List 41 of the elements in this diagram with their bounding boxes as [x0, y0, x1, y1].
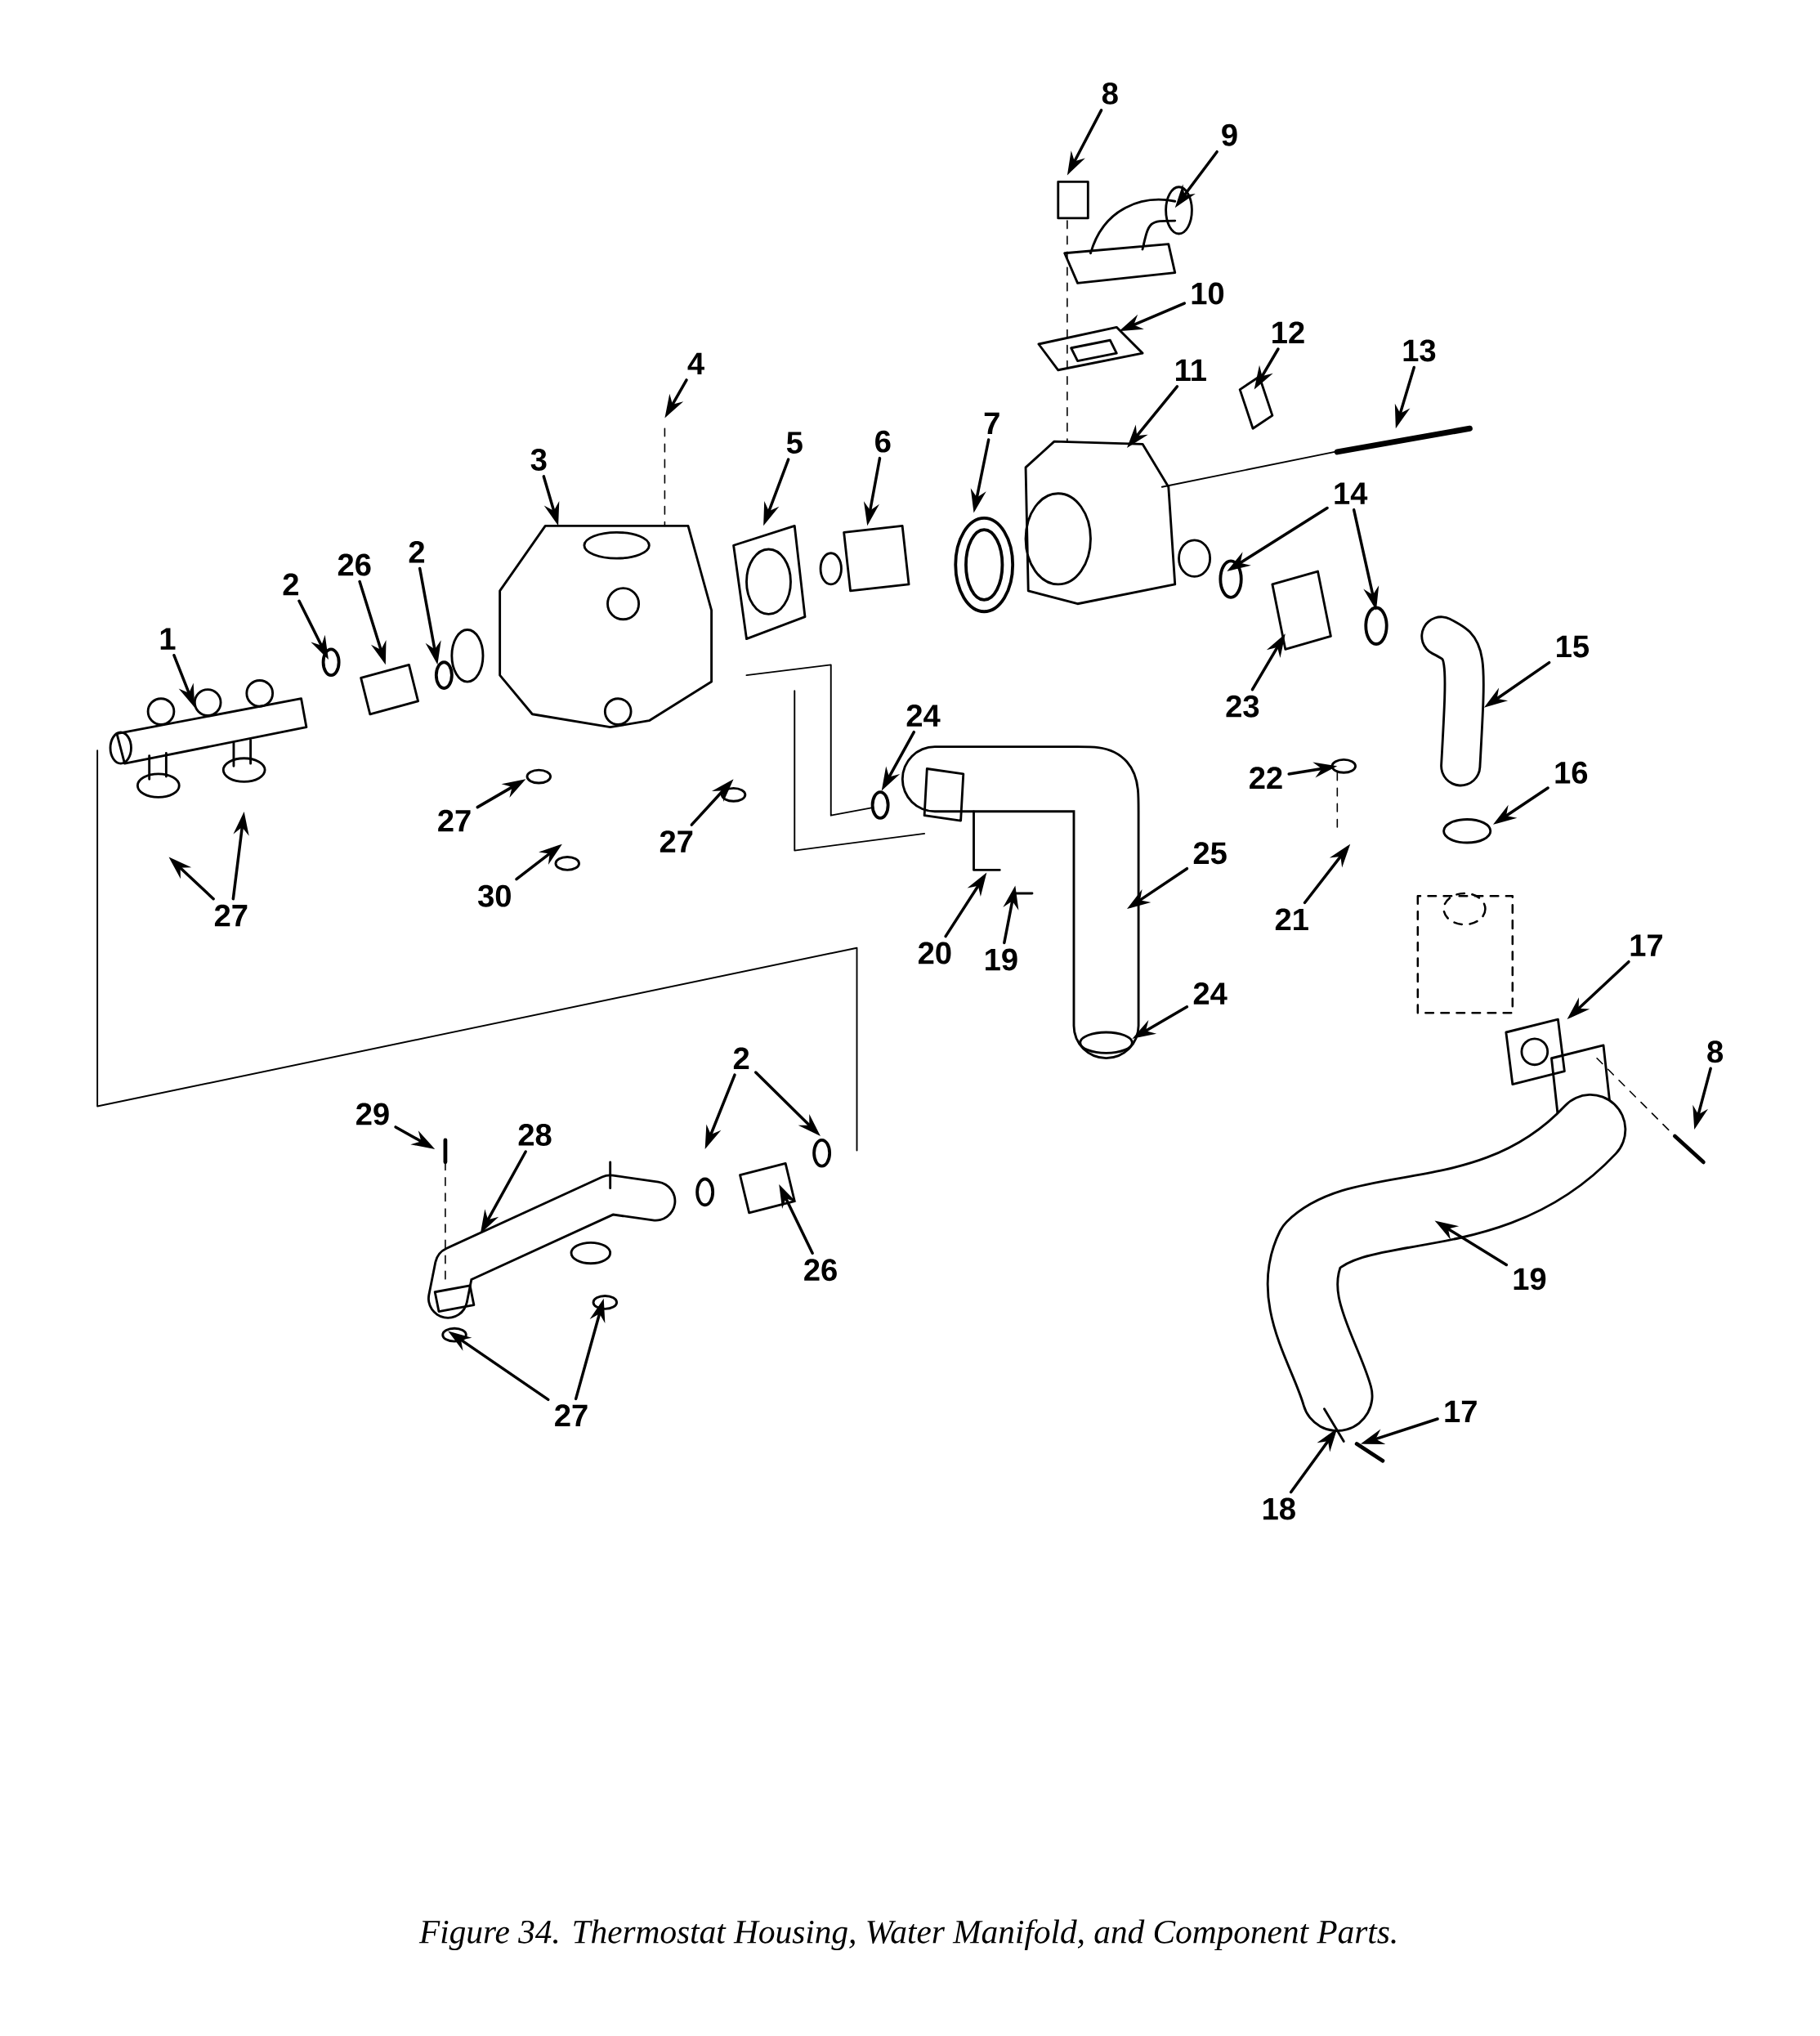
callout-number: 11: [1175, 359, 1206, 381]
callout-number: 16: [1555, 761, 1587, 784]
callout-number: 2: [733, 1047, 749, 1070]
callout-number: 20: [918, 942, 951, 964]
callout-number: 22: [1249, 767, 1282, 789]
callout-number: 24: [906, 705, 941, 727]
callout-number: 24: [1193, 982, 1227, 1005]
callout-number: 19: [985, 948, 1017, 971]
callout-number: 2: [283, 573, 298, 596]
callout-number: 9: [1222, 123, 1237, 146]
callout-number: 27: [438, 809, 471, 832]
callout-number: 27: [555, 1404, 588, 1426]
callout-number: 29: [356, 1103, 389, 1125]
callout-number: 27: [660, 830, 693, 852]
callout-number: 26: [804, 1259, 837, 1282]
callout-number: 14: [1335, 482, 1368, 504]
callout-number: 1: [160, 628, 176, 650]
callout-number: 7: [984, 412, 999, 434]
callout-number: 4: [687, 352, 704, 374]
callout-number: 25: [1193, 842, 1227, 865]
callout-number: 13: [1403, 339, 1436, 362]
callout-number: 23: [1226, 695, 1259, 718]
callout-number: 15: [1556, 635, 1589, 658]
callout-number: 8: [1102, 82, 1118, 105]
callout-number: 17: [1630, 934, 1662, 956]
callout-number: 30: [477, 884, 511, 907]
callout-number: 12: [1272, 321, 1304, 343]
callout-number: 19: [1514, 1268, 1546, 1291]
callout-number: 21: [1275, 908, 1308, 931]
callout-number: 10: [1192, 282, 1223, 305]
callout-number: 26: [338, 553, 371, 576]
caption-text: Figure 34. Thermostat Housing, Water Manifold, and Component Parts.: [418, 1919, 1396, 1951]
callout-number: 18: [1263, 1497, 1295, 1520]
callout-number: 2: [409, 540, 424, 563]
callout-number: 8: [1707, 1040, 1723, 1063]
callout-number: 28: [518, 1124, 552, 1146]
callout-number: 17: [1445, 1400, 1477, 1422]
callout-number: 5: [786, 432, 803, 454]
callout-number: 3: [530, 448, 547, 471]
callout-number: 27: [214, 904, 248, 927]
callout-number: 6: [874, 430, 891, 453]
